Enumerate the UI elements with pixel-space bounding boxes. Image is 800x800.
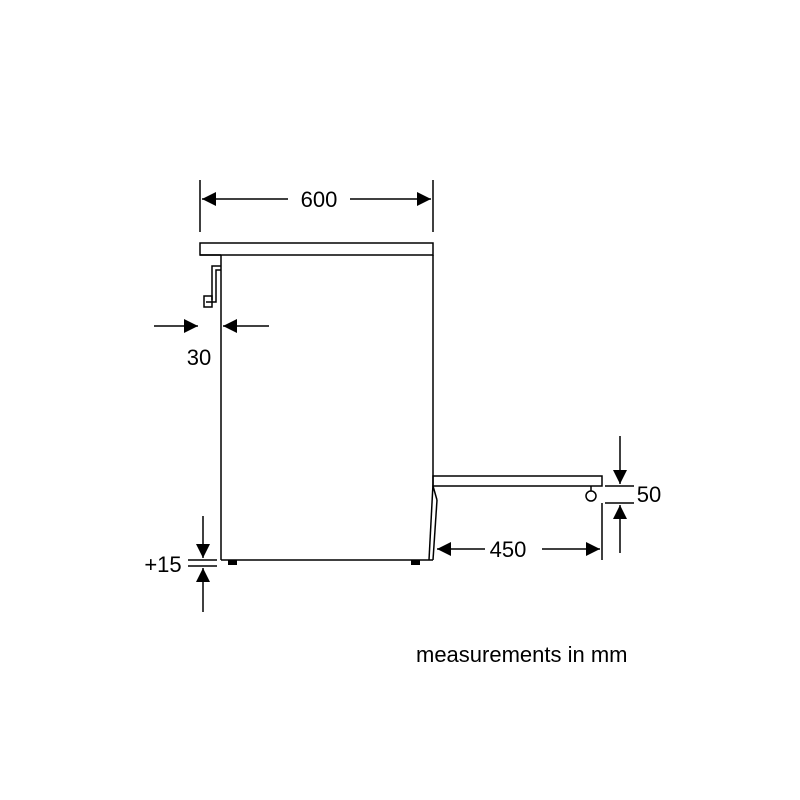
door-hinge-line bbox=[432, 485, 438, 501]
door-extension-dimension bbox=[437, 503, 603, 560]
open-door bbox=[432, 475, 603, 487]
width-label: 600 bbox=[301, 187, 338, 212]
pipe-fitting bbox=[203, 295, 213, 308]
connection-pipe bbox=[206, 265, 221, 303]
foot-adjust-dimension bbox=[188, 516, 217, 612]
foot-right bbox=[411, 560, 420, 565]
door-extension-label: 450 bbox=[490, 537, 527, 562]
door-height-dimension bbox=[605, 436, 634, 553]
door-height-label: 50 bbox=[637, 482, 661, 507]
appliance-outline bbox=[199, 242, 603, 561]
foot-left bbox=[228, 560, 237, 565]
worktop bbox=[199, 242, 434, 256]
door-front bbox=[428, 483, 434, 561]
wall-gap-label: 30 bbox=[187, 345, 211, 370]
units-note: measurements in mm bbox=[416, 642, 628, 667]
door-support bbox=[432, 499, 438, 561]
door-wheel bbox=[585, 490, 597, 502]
width-dimension bbox=[199, 180, 434, 232]
foot-adjust-label: +15 bbox=[144, 552, 181, 577]
